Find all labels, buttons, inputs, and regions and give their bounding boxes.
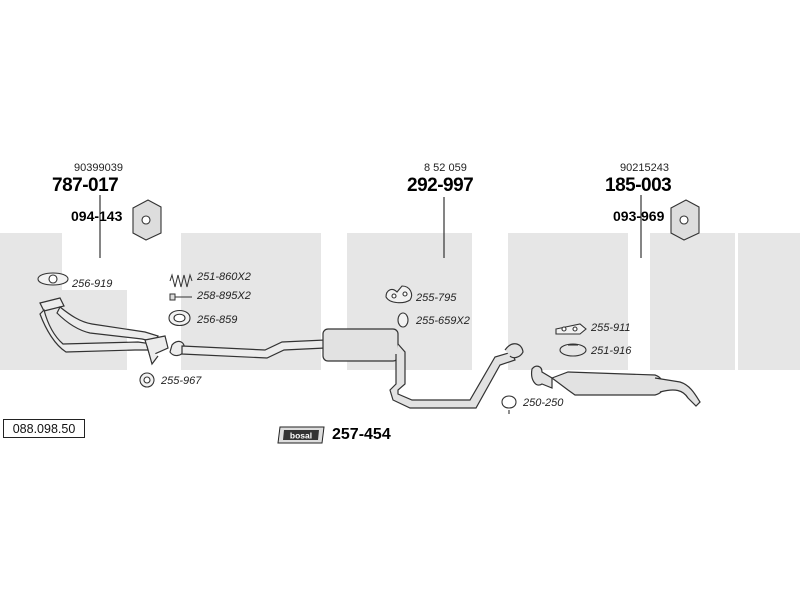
bracket-rear-label: 255-911 [591,322,631,334]
rubber-mount-front-icon [132,199,162,241]
rubber-mid-label: 255-659X2 [416,315,470,327]
oem-number-front: 90399039 [74,162,123,174]
spring-icon [169,273,193,288]
rear-silencer [531,365,701,407]
kit-logo-badge: bosal [277,426,325,444]
ring-rear-label: 251-916 [591,345,632,357]
center-silencer [322,328,524,409]
clamp-front-label: 255-967 [161,375,202,387]
ring-rear-icon [559,343,587,357]
kit-logo-text: bosal [290,431,312,441]
oem-number-middle: 8 52 059 [424,162,467,174]
clamp-front-icon [139,372,155,388]
kit-number: 257-454 [332,426,391,443]
ring-gasket-icon [168,309,191,327]
bolt-icon [169,293,192,301]
part-number-rear: 185-003 [605,175,672,196]
rubber-ring-mid-icon [397,312,409,328]
front-downpipe [39,297,169,366]
brand-watermark [0,233,800,370]
gasket-front-label: 256-919 [72,278,113,290]
part-number-front: 787-017 [52,175,119,196]
gasket-front-icon [37,272,69,286]
mount-number-rear: 093-969 [613,208,665,224]
ring-gasket-label: 256-859 [197,314,238,326]
clamp-rear-label: 250-250 [523,397,564,409]
rubber-mount-rear-icon [670,199,700,241]
clamp-rear-icon [501,395,517,414]
oem-number-rear: 90215243 [620,162,669,174]
hanger-mid-icon [385,285,413,304]
mount-number-front: 094-143 [71,208,123,224]
bolt-label: 258-895X2 [197,290,251,302]
part-number-middle: 292-997 [407,175,474,196]
spring-label: 251-860X2 [197,271,251,283]
hanger-mid-label: 255-795 [416,292,457,304]
reference-number-box: 088.098.50 [3,419,85,438]
bracket-rear-icon [555,323,587,335]
